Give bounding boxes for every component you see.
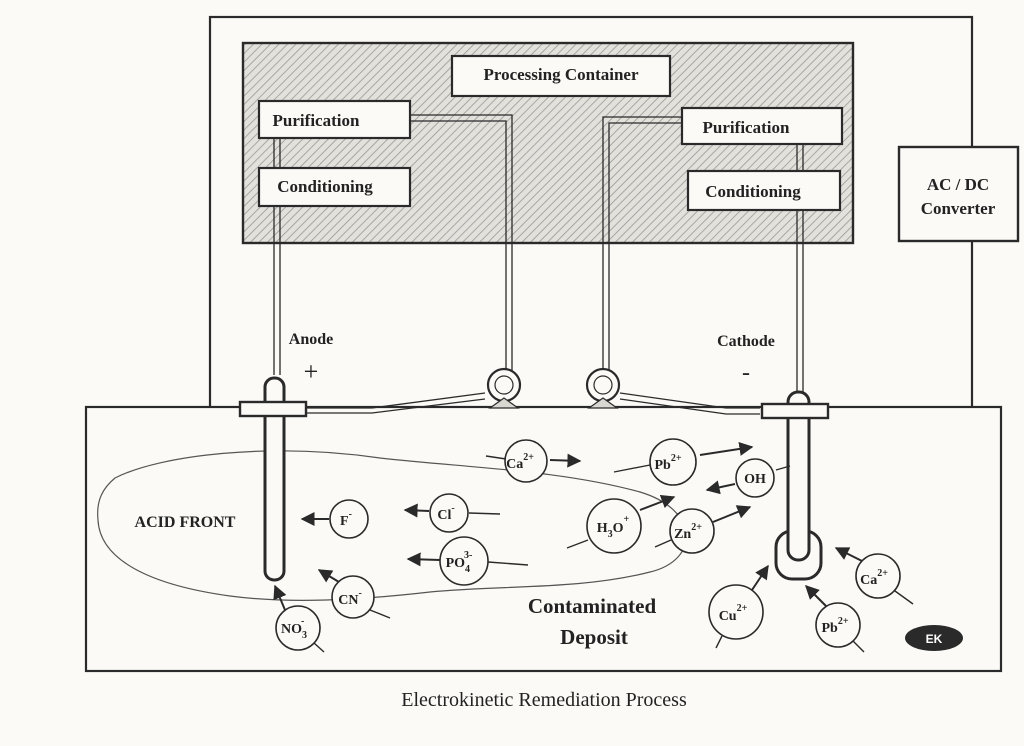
left-purification-box	[257, 99, 412, 140]
svg-text:Cu2+: Cu2+	[719, 603, 748, 624]
cathode-sign: -	[742, 360, 750, 386]
converter-label-line2: Converter	[921, 199, 996, 218]
deposit-label-line2: Deposit	[560, 625, 628, 649]
svg-text:F-: F-	[340, 509, 352, 529]
left-conditioning-box	[257, 166, 412, 208]
right-conditioning-label: Conditioning	[705, 182, 801, 201]
anode-electrode	[238, 376, 308, 582]
ion-ca-top: Ca2+	[485, 439, 582, 483]
ion-h3o: H3O+	[566, 494, 676, 554]
svg-text:H3O+: H3O+	[597, 514, 630, 540]
svg-text:Zn2+: Zn2+	[674, 522, 702, 542]
deposit-label-line1: Contaminated	[528, 594, 657, 618]
ion-cn: CN-	[317, 569, 391, 619]
right-purification-box	[680, 106, 844, 146]
ion-pb-bottom: Pb2+	[805, 585, 865, 653]
ek-badge: EK	[905, 625, 963, 651]
ion-f: F-	[300, 499, 369, 539]
converter-label-line1: AC / DC	[927, 175, 989, 194]
svg-text:EK: EK	[926, 632, 943, 646]
ion-cu: Cu2+	[708, 564, 769, 649]
right-piping	[602, 116, 804, 415]
converter-box	[897, 145, 1020, 243]
svg-text:PO43-: PO43-	[446, 550, 473, 575]
svg-text:Cl-: Cl-	[437, 503, 454, 523]
processing-container-label-box	[450, 54, 672, 98]
processing-container-label: Processing Container	[483, 65, 638, 84]
cathode-label: Cathode	[717, 333, 775, 350]
right-pump	[585, 367, 621, 409]
right-conditioning-box	[686, 169, 842, 212]
ion-oh: OH	[705, 458, 791, 498]
svg-text:Ca2+: Ca2+	[506, 452, 534, 472]
acid-front-label: ACID FRONT	[135, 514, 236, 531]
anode-label: Anode	[289, 331, 333, 348]
anode-sign: +	[304, 357, 319, 386]
deposit-box	[84, 405, 1003, 673]
svg-text:Ca2+: Ca2+	[860, 568, 888, 588]
left-purification-label: Purification	[273, 111, 360, 130]
svg-text:NO3-: NO3-	[281, 616, 307, 641]
ion-pb-top: Pb2+	[613, 438, 754, 486]
svg-text:Pb2+: Pb2+	[821, 616, 848, 636]
left-pump	[486, 367, 522, 409]
right-purification-label: Purification	[703, 118, 790, 137]
ion-zn: Zn2+	[654, 505, 752, 554]
ion-no3: NO3-	[273, 584, 325, 653]
ion-cl: Cl-	[403, 493, 501, 533]
diagram-caption: Electrokinetic Remediation Process	[401, 689, 687, 711]
ion-po4: PO43-	[406, 536, 529, 586]
svg-text:CN-: CN-	[338, 588, 362, 608]
ion-ca-bottom: Ca2+	[834, 547, 914, 605]
svg-text:OH: OH	[744, 472, 766, 487]
left-piping	[273, 114, 513, 414]
cathode-electrode	[760, 390, 830, 581]
acid-front-region	[97, 450, 687, 601]
svg-text:Pb2+: Pb2+	[654, 453, 681, 473]
left-conditioning-label: Conditioning	[277, 177, 373, 196]
